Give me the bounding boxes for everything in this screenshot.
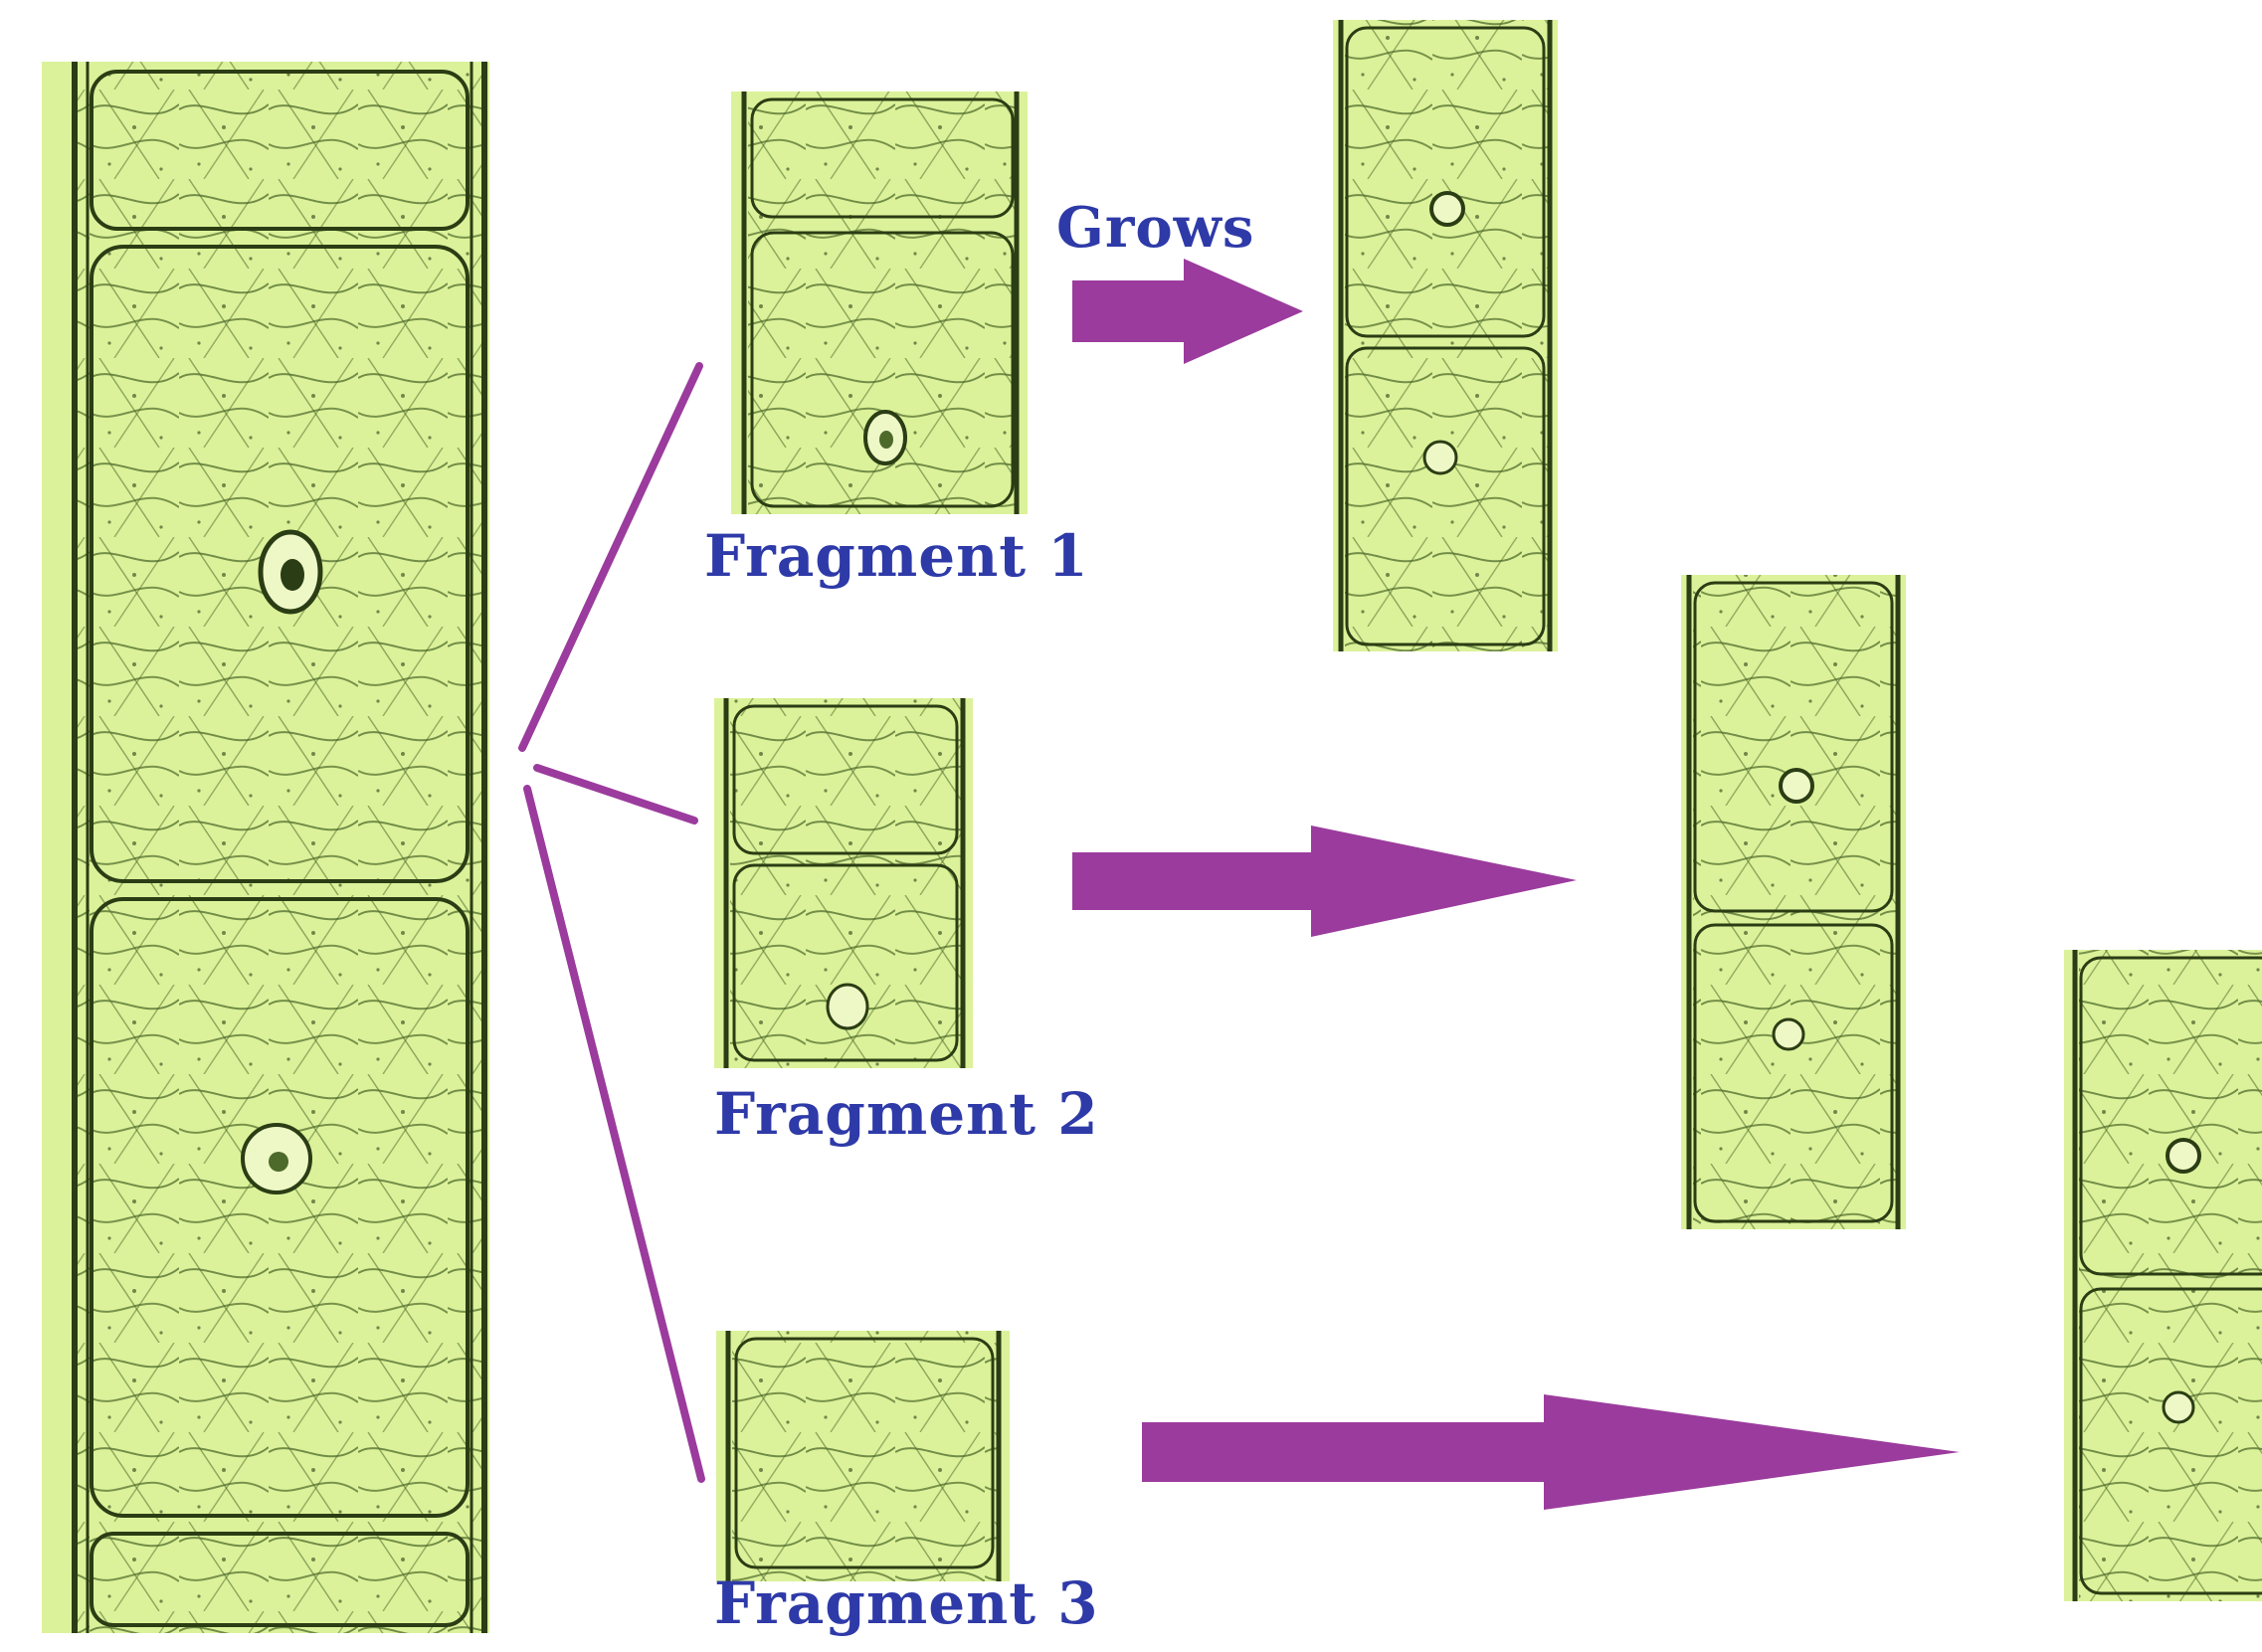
- fragment-2-piece: [714, 698, 973, 1068]
- fragment-3-grown: [2064, 950, 2262, 1601]
- fragment-1-piece: [731, 92, 1028, 514]
- break-line-2: [537, 768, 694, 821]
- fragmentation-lines: [522, 366, 701, 1479]
- original-filament: [42, 62, 489, 1633]
- fragment-2-label: Fragment 2: [714, 1080, 1099, 1148]
- fragment-1-label: Fragment 1: [704, 522, 1089, 590]
- growth-arrow-1: [1072, 259, 1303, 364]
- fragment-3-piece: [716, 1331, 1010, 1581]
- fragment-1-grown: [1333, 20, 1558, 651]
- fragment-3-label: Fragment 3: [714, 1569, 1099, 1637]
- growth-arrow-3: [1142, 1394, 1960, 1510]
- grows-label: Grows: [1056, 195, 1254, 261]
- break-line-1: [522, 366, 699, 748]
- fragment-2-grown: [1681, 575, 1906, 1229]
- break-line-3: [527, 789, 701, 1479]
- growth-arrow-2: [1072, 826, 1577, 937]
